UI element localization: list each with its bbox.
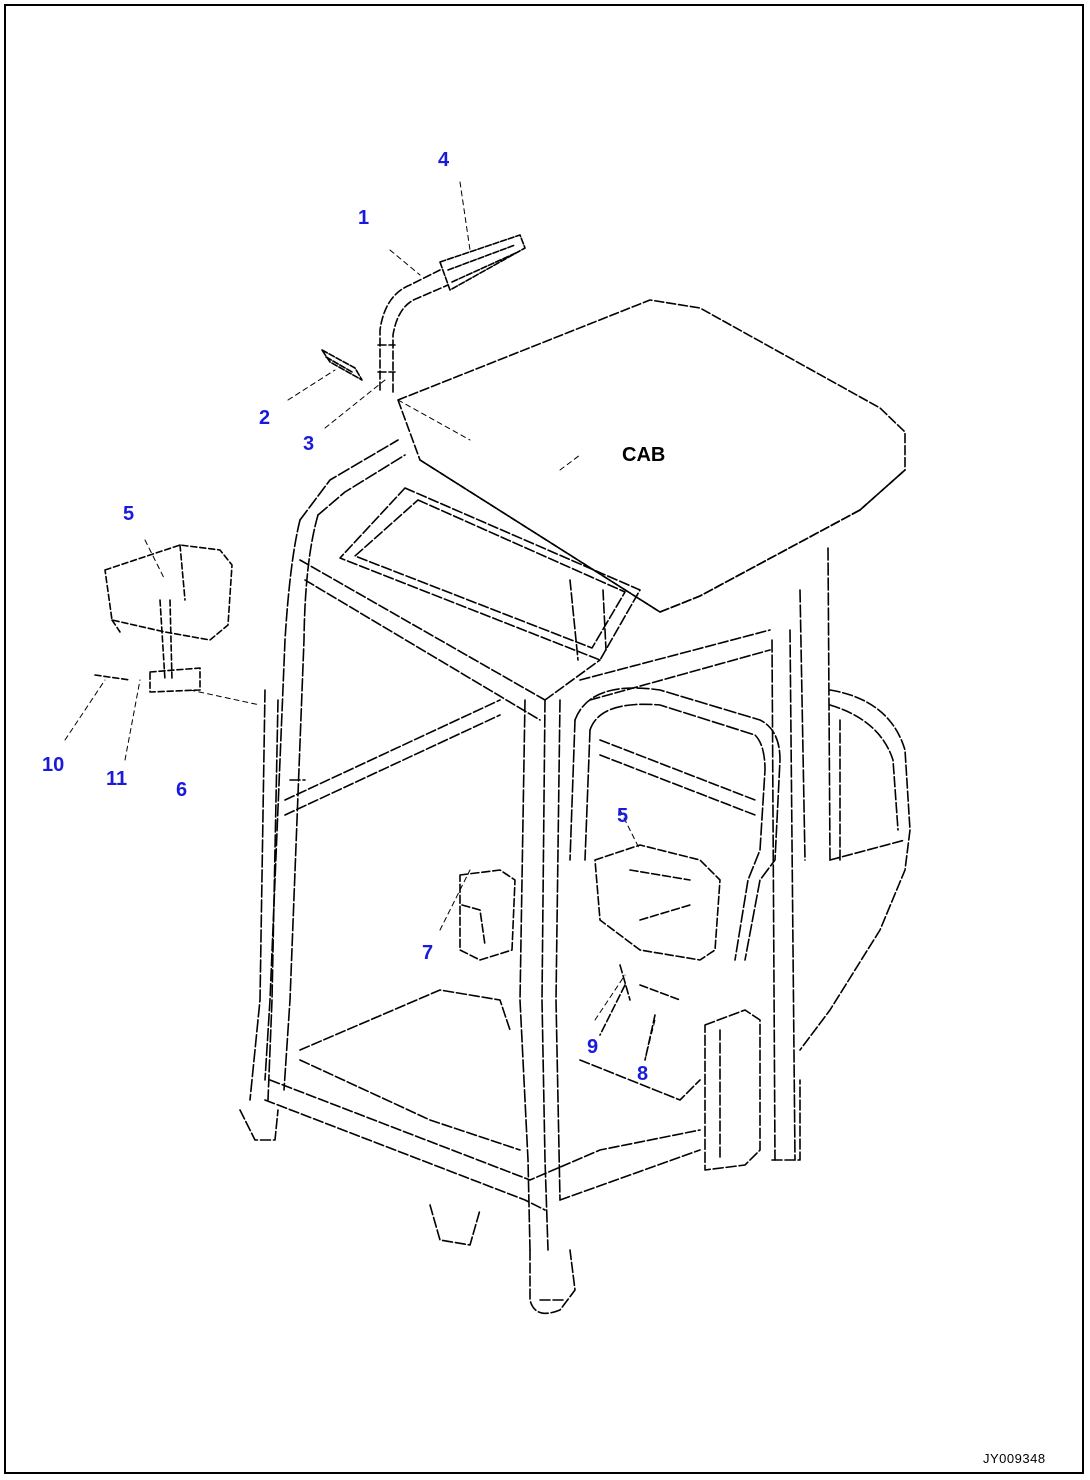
- callout-7: 7: [422, 942, 434, 964]
- floor-frame: [264, 989, 701, 1211]
- front-corner-foot: [239, 1109, 481, 1246]
- callout-8: 8: [637, 1063, 649, 1085]
- leader-lines: [64, 181, 656, 1061]
- left-front-pillar: [264, 439, 406, 1091]
- rear-side-panel: [799, 689, 911, 1051]
- callout-5-mirror: 5: [123, 503, 135, 525]
- step-plate-4: [439, 234, 526, 291]
- drawing-id: JY009348: [983, 1451, 1046, 1466]
- cab-roof: [397, 299, 906, 613]
- callout-4: 4: [438, 149, 450, 171]
- cab-label: CAB: [622, 444, 666, 466]
- callout-9: 9: [587, 1036, 599, 1058]
- drawing-frame: [4, 4, 1084, 1474]
- callout-5-interior: 5: [617, 805, 629, 827]
- callout-2: 2: [259, 407, 271, 429]
- bracket-9-8: [599, 904, 691, 1061]
- callout-11: 11: [106, 768, 128, 790]
- external-mirror-5: [104, 544, 233, 641]
- callout-10: 10: [42, 754, 65, 776]
- door-frame: [569, 687, 781, 961]
- interior-bracket-7: [459, 869, 516, 961]
- callout-6: 6: [176, 779, 188, 801]
- callout-3: 3: [303, 433, 315, 455]
- mirror-stay-6: [94, 599, 201, 693]
- left-rear-pillar: [249, 689, 279, 1101]
- front-window: [339, 487, 641, 661]
- center-front-post: [519, 699, 561, 1251]
- cross-beams: [284, 559, 771, 816]
- battery-box: [704, 1009, 801, 1171]
- callout-1: 1: [358, 207, 370, 229]
- inner-mirror-5: [594, 844, 721, 961]
- handrail-1: [377, 269, 449, 393]
- rear-corner-post: [529, 1249, 576, 1315]
- right-rear-column: [771, 547, 831, 1161]
- bolt-2: [321, 349, 363, 381]
